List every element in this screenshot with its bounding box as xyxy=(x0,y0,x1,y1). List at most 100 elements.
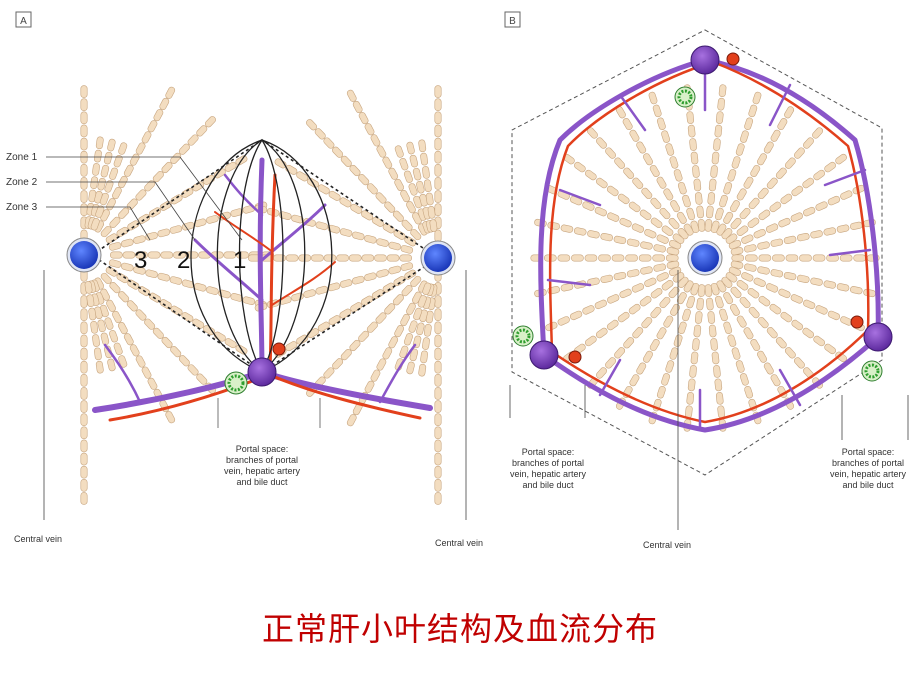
svg-text:and bile duct: and bile duct xyxy=(842,480,894,490)
panel-b-letter: B xyxy=(509,16,516,27)
panel-b: B xyxy=(504,11,909,550)
central-vein-right xyxy=(420,240,456,276)
svg-text:branches of portal: branches of portal xyxy=(512,458,584,468)
portal-vein-branch xyxy=(103,343,142,404)
svg-text:Portal space:: Portal space: xyxy=(236,444,289,454)
portal-triad-top xyxy=(674,45,740,108)
portal-vein-branch xyxy=(223,173,264,217)
hepatocyte-cord xyxy=(105,266,248,355)
portal-vein-branch xyxy=(618,93,647,132)
svg-text:Portal space:: Portal space: xyxy=(842,447,895,457)
hepatocyte-cord xyxy=(545,184,682,250)
zone-number-1: 1 xyxy=(233,247,246,274)
portal-label-b-left: Portal space: branches of portal vein, h… xyxy=(510,447,587,490)
central-vein-leaders-a xyxy=(43,270,467,520)
hepatocyte-cord xyxy=(730,260,876,298)
portal-vein-branch xyxy=(768,83,792,127)
hepatocyte-cord xyxy=(105,155,248,244)
hepatocyte-cord xyxy=(721,127,824,240)
hepatocyte-cord xyxy=(728,266,865,332)
central-vein-label-left: Central vein xyxy=(14,534,62,544)
portal-vein-branch xyxy=(546,278,592,287)
hepatic-artery-branch xyxy=(271,261,336,306)
hepatocyte-cord xyxy=(346,89,428,236)
hepatocyte-cord xyxy=(721,276,824,389)
lobule-hexagon-outline xyxy=(511,29,883,476)
hepatocyte-cord xyxy=(108,259,268,309)
portal-vein-branch xyxy=(378,343,417,404)
portal-triad-a xyxy=(224,342,286,395)
hepatocyte-cord xyxy=(100,116,216,238)
portal-vessels-a xyxy=(92,157,433,422)
portal-vein-branch xyxy=(828,248,872,257)
hepatocyte-cord xyxy=(710,91,762,234)
hepatic-artery-branch xyxy=(268,173,277,372)
svg-text:branches of portal: branches of portal xyxy=(226,455,298,465)
zone-number-3: 3 xyxy=(134,247,147,274)
panel-a: A 3 2 1 xyxy=(6,11,483,548)
svg-text:vein, hepatic artery: vein, hepatic artery xyxy=(510,469,587,479)
hepatocyte-cord xyxy=(394,145,432,234)
hepatocyte-cord xyxy=(84,136,104,229)
zone-3-label: Zone 3 xyxy=(6,202,38,213)
portal-vein-branch xyxy=(823,168,867,187)
central-vein-b xyxy=(687,240,723,276)
hepatocyte-cord xyxy=(418,139,438,232)
hepatocyte-cord xyxy=(725,153,847,244)
portal-vessels-b xyxy=(538,57,881,433)
central-vein-label-right: Central vein xyxy=(435,538,483,548)
portal-vein-branch xyxy=(260,203,327,262)
hepatocyte-cord xyxy=(306,275,422,397)
portal-triad-right xyxy=(850,315,893,382)
portal-vein-branch xyxy=(257,157,265,375)
zone-1-label: Zone 1 xyxy=(6,152,38,163)
portal-vein-branch xyxy=(598,358,622,397)
hepatocyte-cord xyxy=(716,106,795,236)
panel-a-letter: A xyxy=(20,16,27,27)
hepatic-artery-branch xyxy=(214,211,271,251)
hepatocyte-cord xyxy=(731,254,880,262)
hepatocyte-cord xyxy=(563,153,685,244)
portal-vein-branch xyxy=(558,188,602,207)
hepatocyte-cord xyxy=(80,85,88,505)
hepatocyte-cord xyxy=(728,184,865,250)
hepatocyte-cord xyxy=(545,266,682,332)
central-vein-label-b: Central vein xyxy=(643,540,691,550)
hepatocyte-cord xyxy=(306,119,422,241)
hepatocyte-cord xyxy=(730,218,876,256)
panel-a-letter-box xyxy=(15,11,32,28)
hepatocyte-cord xyxy=(648,91,700,234)
hepatocyte-cord xyxy=(683,284,706,432)
portal-label-bracket-a xyxy=(217,398,321,428)
leader-lines-b xyxy=(509,270,909,530)
hepatic-artery-dot xyxy=(272,342,286,356)
svg-text:and bile duct: and bile duct xyxy=(522,480,574,490)
hepatocyte-cord xyxy=(725,272,847,363)
portal-label-b-right: Portal space: branches of portal vein, h… xyxy=(830,447,907,490)
portal-triad-left xyxy=(512,325,582,370)
portal-vein-branch xyxy=(778,368,802,407)
hepatic-artery-branch xyxy=(268,373,422,420)
svg-text:vein, hepatic artery: vein, hepatic artery xyxy=(224,466,301,476)
hepatocyte-cord xyxy=(563,272,685,363)
portal-vein-branch xyxy=(92,369,265,413)
svg-text:branches of portal: branches of portal xyxy=(832,458,904,468)
hepatocyte-cord xyxy=(90,142,128,231)
hepatocyte-cord xyxy=(418,284,438,377)
portal-vein-branch xyxy=(259,369,433,411)
zone-leader-lines xyxy=(46,156,243,241)
central-vein-left xyxy=(66,237,102,273)
svg-text:Portal space:: Portal space: xyxy=(522,447,575,457)
portal-label-a: Portal space: branches of portal vein, h… xyxy=(224,444,301,487)
hepatocyte-cord xyxy=(704,84,727,232)
svg-text:and bile duct: and bile duct xyxy=(236,477,288,487)
svg-text:vein, hepatic artery: vein, hepatic artery xyxy=(830,469,907,479)
hepatocyte-cord xyxy=(84,281,104,374)
panel-b-letter-box xyxy=(504,11,521,28)
hepatocyte-cord xyxy=(716,280,795,410)
hepatocyte-cord xyxy=(586,276,689,389)
bile-duct-icon xyxy=(224,371,248,395)
portal-vein-perimeter xyxy=(538,57,881,433)
hepatocyte-cord xyxy=(530,254,679,262)
